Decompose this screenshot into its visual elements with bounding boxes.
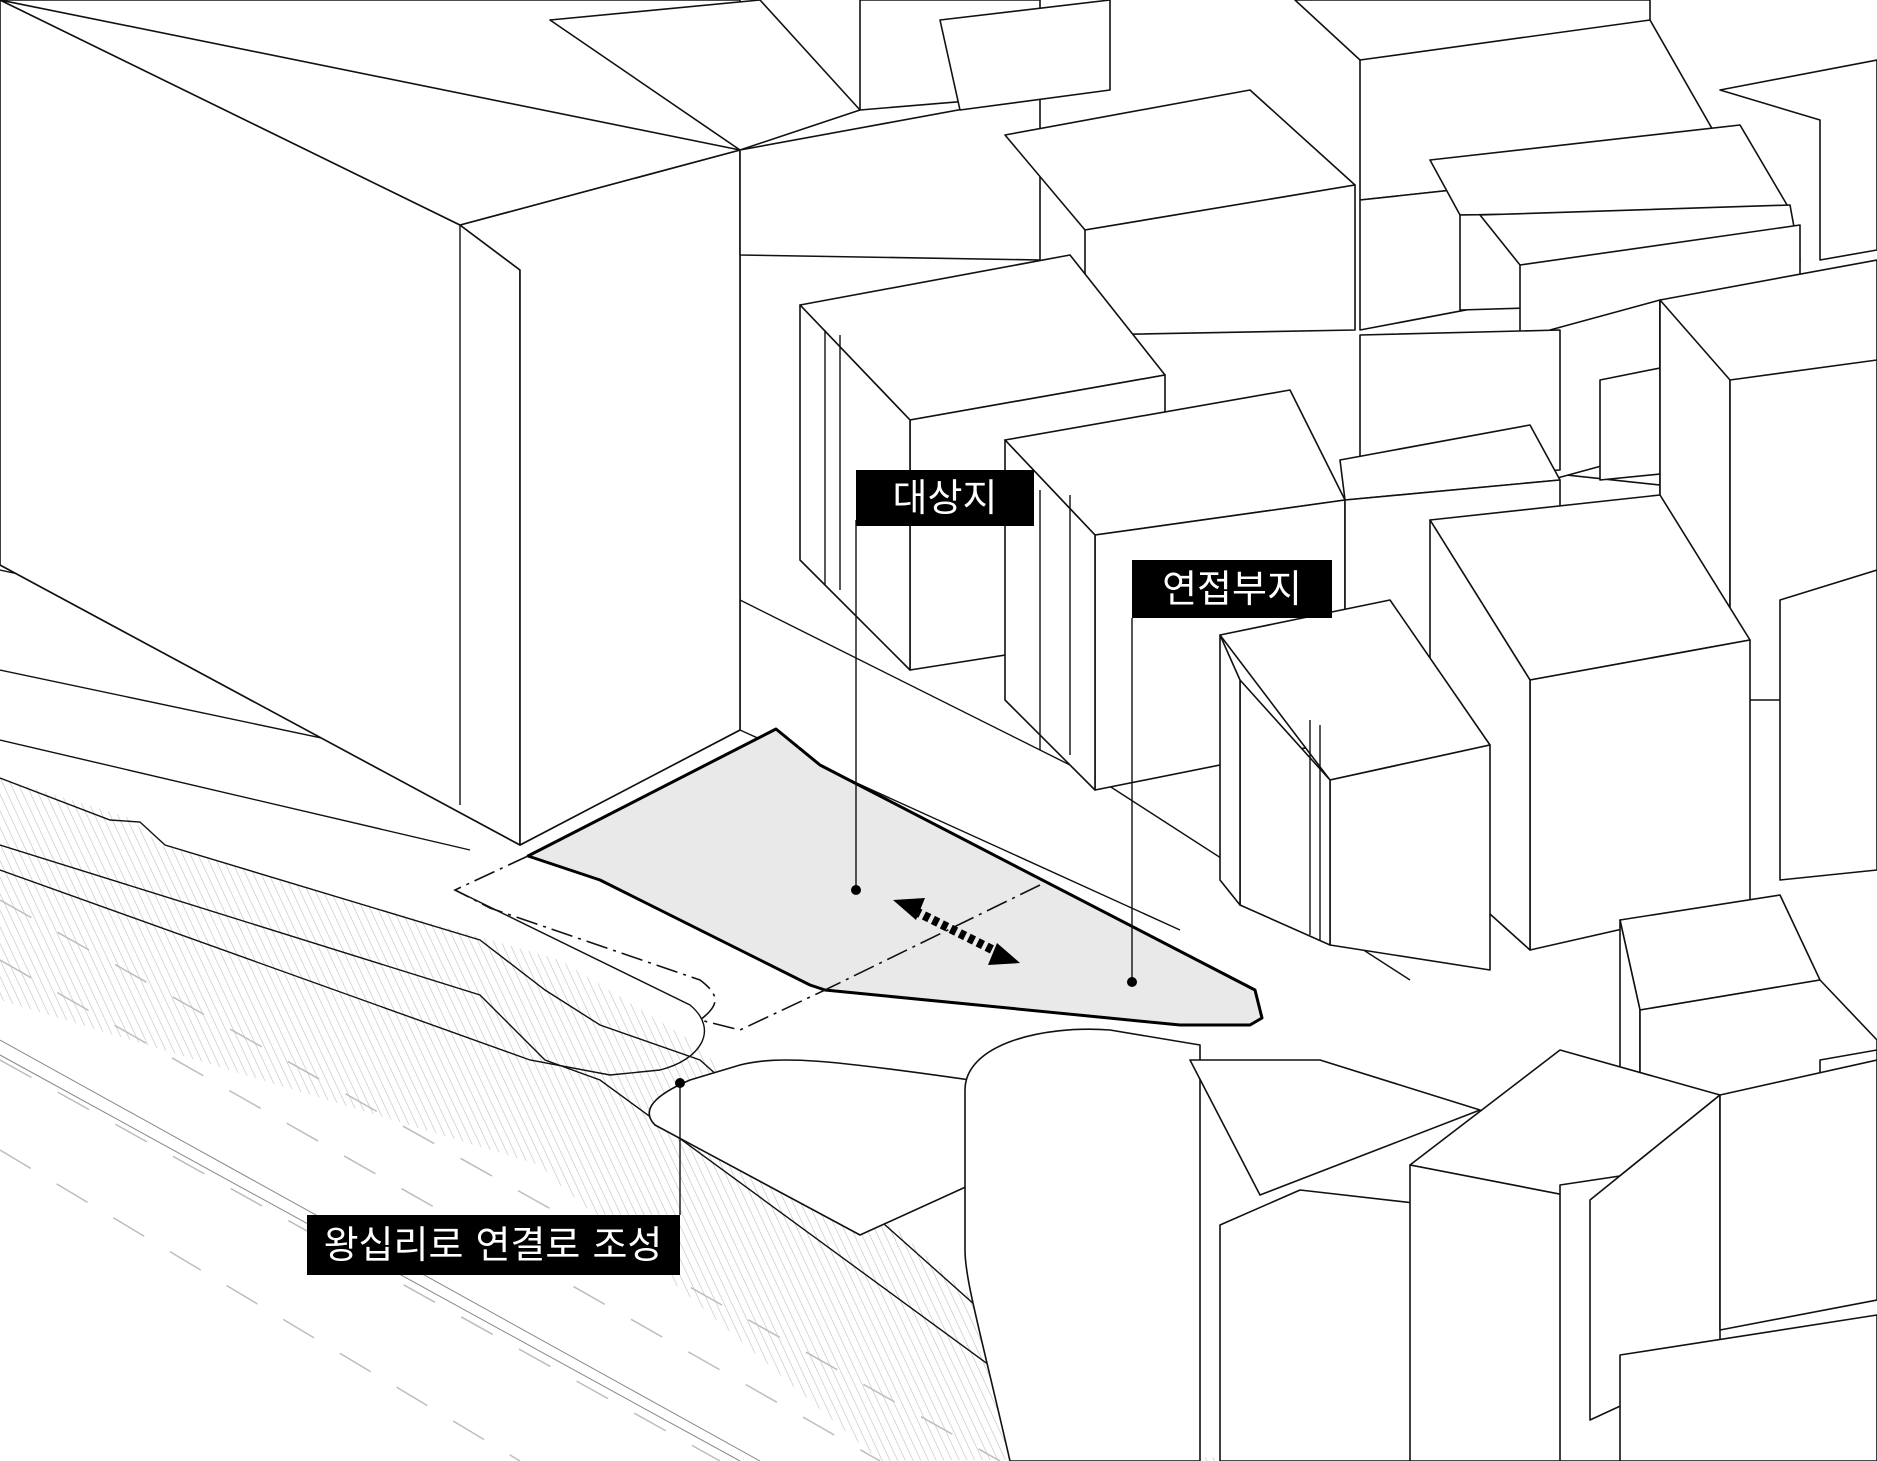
middle-buildings (799, 254, 1751, 971)
label-site: 대상지 (856, 470, 1034, 526)
sidewalk-hatch (0, 778, 1877, 1461)
label-connection: 왕십리로 연결로 조성 (307, 1215, 680, 1275)
label-adjacent: 연접부지 (1132, 560, 1332, 618)
connector-path (0, 869, 706, 1076)
label-connection-text: 왕십리로 연결로 조성 (324, 1223, 663, 1267)
double-arrow-icon (893, 898, 1020, 965)
leader-lines (675, 520, 1137, 1215)
bottom-buildings (964, 1028, 1877, 1461)
label-adjacent-text: 연접부지 (1162, 567, 1302, 611)
site-area (526, 727, 1264, 1027)
tower-left (0, 0, 741, 846)
background-buildings (549, 0, 1877, 881)
traffic-island (648, 1059, 971, 1236)
site-boundary-dashdot (453, 855, 1041, 1031)
label-site-text: 대상지 (893, 476, 998, 520)
